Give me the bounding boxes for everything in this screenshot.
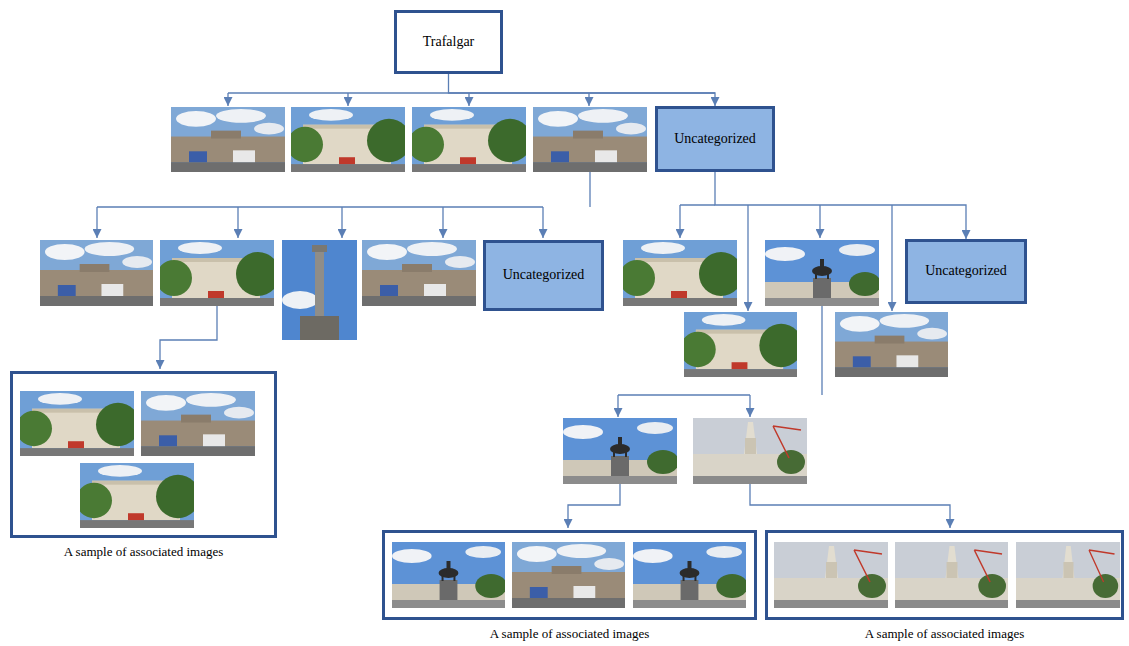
branch-arrow [227, 93, 228, 106]
branch-arrow [819, 205, 820, 238]
category-box: Uncategorized [483, 240, 604, 311]
photo-thumbnail [680, 312, 803, 377]
photo-thumbnail [156, 240, 280, 306]
photo-thumbnail [774, 542, 888, 608]
node-label: Uncategorized [925, 263, 1007, 280]
category-box: Uncategorized [905, 239, 1027, 304]
branch-arrow [679, 205, 680, 238]
branch-arrow [542, 207, 543, 238]
photo-thumbnail [171, 107, 285, 172]
photo-thumbnail [408, 107, 532, 172]
branch-line [680, 204, 715, 205]
branch-arrow [96, 207, 97, 238]
sample-group: A sample of associated images [765, 530, 1124, 620]
branch-arrow [588, 93, 589, 106]
photo-thumbnail [16, 391, 140, 456]
node-label: Uncategorized [674, 131, 756, 148]
category-box: Uncategorized [655, 106, 775, 172]
tree-branches [97, 93, 950, 528]
branch-arrow [160, 306, 217, 369]
photo-thumbnail [282, 240, 357, 340]
branch-arrow [749, 395, 750, 417]
photo-thumbnail [619, 240, 743, 306]
photo-thumbnail [362, 240, 476, 306]
group-caption: A sample of associated images [345, 626, 794, 642]
photo-thumbnail [563, 418, 679, 484]
photo-thumbnail [40, 240, 153, 306]
root-box: Trafalgar [394, 10, 503, 74]
photo-thumbnail [895, 542, 1008, 608]
branch-line [618, 306, 822, 395]
sample-group: A sample of associated images [10, 371, 277, 538]
branch-arrow [468, 93, 469, 106]
photo-thumbnail [693, 418, 807, 484]
node-label: Trafalgar [423, 34, 475, 51]
branch-arrow [347, 93, 348, 106]
photo-thumbnail [76, 463, 200, 528]
branch-arrow [442, 207, 443, 238]
photo-thumbnail [392, 542, 507, 608]
branch-line [97, 172, 590, 207]
node-label: Uncategorized [503, 267, 585, 284]
photo-thumbnail [512, 542, 625, 608]
group-caption: A sample of associated images [728, 626, 1129, 642]
branch-arrow [237, 207, 238, 238]
photo-thumbnail [835, 312, 948, 377]
branch-arrow [568, 484, 620, 528]
group-caption: A sample of associated images [0, 544, 314, 560]
photo-thumbnail [1016, 542, 1120, 608]
connector [715, 172, 966, 239]
photo-thumbnail [287, 107, 411, 172]
connector [449, 74, 716, 106]
sample-group: A sample of associated images [382, 530, 757, 620]
photo-thumbnail [765, 240, 881, 306]
branch-arrow [617, 395, 618, 417]
branch-arrow [747, 205, 748, 311]
photo-thumbnail [141, 391, 255, 456]
photo-thumbnail [533, 107, 647, 172]
photo-thumbnail [633, 542, 748, 608]
branch-arrow [341, 207, 342, 238]
branch-arrow [891, 205, 892, 311]
branch-arrow [750, 484, 950, 528]
